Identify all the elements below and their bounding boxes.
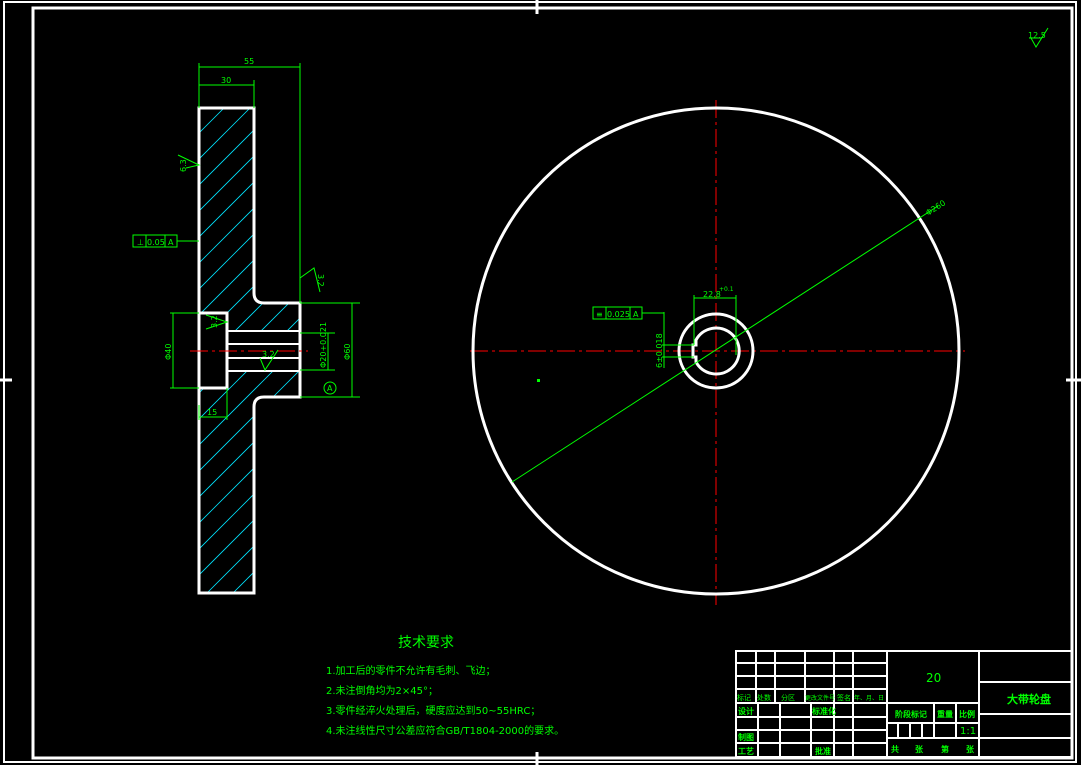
tech-requirements-title: 技术要求 <box>398 635 454 651</box>
bore-with-keyway <box>691 326 741 376</box>
hatch-line <box>199 385 300 507</box>
svg-text:A: A <box>633 310 639 319</box>
dim-keyway-width: 6±0.018 <box>655 333 664 368</box>
label-design: 设计 <box>738 706 754 716</box>
hatch-line <box>199 125 300 247</box>
material: 20 <box>926 671 941 685</box>
label-stage-mark: 阶段标记 <box>895 709 927 719</box>
hatch-line <box>199 333 300 455</box>
title-block: 标记 处数 分区 更改文件号 签名 年、月、日 设计 标准化 制图 工艺 批准 … <box>735 650 1073 758</box>
dim-outer-diameter: Φ260 <box>924 198 947 217</box>
datum-a-circle <box>323 381 337 395</box>
outer-rim <box>471 106 961 596</box>
svg-text:0.025: 0.025 <box>607 310 630 319</box>
requirement-item: 2.未注倒角均为2×45°； <box>326 684 438 697</box>
tech-requirements: 技术要求 1.加工后的零件不允许有毛刺、飞边； 2.未注倒角均为2×45°； 3… <box>326 635 564 737</box>
roughness-hub-face: 3.2 <box>316 274 325 287</box>
sheet-unit-label-2: 张 <box>966 745 975 754</box>
svg-text:≡: ≡ <box>596 310 603 319</box>
dim-line-outer-diameter <box>511 205 939 483</box>
hub-circle <box>677 312 755 390</box>
svg-text:A: A <box>168 238 174 247</box>
side-view: 55 30 15 Φ40 Φ60 Φ20+0.021 A 6.3 3.2 3.2… <box>132 0 360 714</box>
sheet-total-label: 共 <box>891 744 899 754</box>
dim-keyway-depth: 22.8 <box>703 290 721 299</box>
datum-a-label: A <box>327 384 333 393</box>
perpendicularity-frame: ⊥ 0.05 A <box>132 234 199 248</box>
dim-web-width: 30 <box>221 76 231 85</box>
svg-text:⊥: ⊥ <box>137 238 144 247</box>
hatch-line <box>199 151 300 273</box>
dim-overall-width: 55 <box>244 57 254 66</box>
hatch-line <box>199 463 300 585</box>
label-drafting: 制图 <box>738 732 754 742</box>
dim-bore: Φ20+0.021 <box>319 322 328 368</box>
header-mark: 标记 <box>737 693 751 702</box>
roughness-hub-step: 3.2 <box>210 315 219 328</box>
requirement-item: 3.零件经淬火处理后，硬度应达到50~55HRC； <box>326 704 540 717</box>
sheet-unit-label: 张 <box>915 745 924 754</box>
hatch-line <box>199 411 300 533</box>
roughness-web: 6.3 <box>179 159 188 172</box>
hatch-line <box>199 108 300 143</box>
sheet-index-label: 第 <box>941 744 949 754</box>
hatch-line <box>190 0 310 90</box>
label-standardize: 标准化 <box>811 706 836 716</box>
hatch-line <box>199 541 300 593</box>
label-process: 工艺 <box>738 746 754 756</box>
hatch-line <box>199 567 300 593</box>
requirement-item: 1.加工后的零件不允许有毛刺、飞边； <box>326 664 496 677</box>
header-date: 年、月、日 <box>854 694 884 702</box>
header-zone: 分区 <box>781 693 795 702</box>
hatch-line <box>199 177 300 299</box>
hatch-line <box>190 594 310 714</box>
hatch-line <box>199 203 300 325</box>
dim-hub-diameter: Φ40 <box>164 344 173 360</box>
dim-keyway-depth-tol: +0.1 <box>719 286 734 293</box>
hatch-line <box>199 108 300 195</box>
hatch-line <box>199 359 300 481</box>
header-change-doc: 更改文件号 <box>805 694 835 702</box>
hatch-line <box>199 515 300 593</box>
symmetry-frame: ≡ 0.025 A <box>592 306 664 320</box>
header-signature: 签名 <box>837 693 851 702</box>
requirement-item: 4.未注线性尺寸公差应符合GB/T1804-2000的要求。 <box>326 724 564 737</box>
hatch-line <box>199 108 300 221</box>
svg-text:0.05: 0.05 <box>147 238 165 247</box>
hatch-line <box>199 108 300 169</box>
general-roughness-value: 12.5 <box>1028 31 1046 40</box>
general-roughness-symbol: 12.5 <box>1028 27 1049 48</box>
label-approve: 批准 <box>815 746 831 756</box>
hatch-line <box>199 437 300 559</box>
drawing-frame <box>31 6 1074 760</box>
header-count: 处数 <box>757 693 771 702</box>
scale-value: 1:1 <box>960 726 976 737</box>
dim-hub-step: 15 <box>207 408 217 417</box>
hatch-line <box>199 281 300 403</box>
front-view: Φ260 22.8 +0.1 6±0.018 ≡ 0.025 A <box>470 100 965 605</box>
roughness-bore: 3.2 <box>262 350 275 359</box>
part-name: 大带轮盘 <box>1007 692 1051 706</box>
label-weight: 重量 <box>937 709 953 719</box>
dim-outer-hub-diameter: Φ60 <box>343 344 352 360</box>
sheet-border <box>3 1 1077 763</box>
label-scale: 比例 <box>959 709 975 719</box>
